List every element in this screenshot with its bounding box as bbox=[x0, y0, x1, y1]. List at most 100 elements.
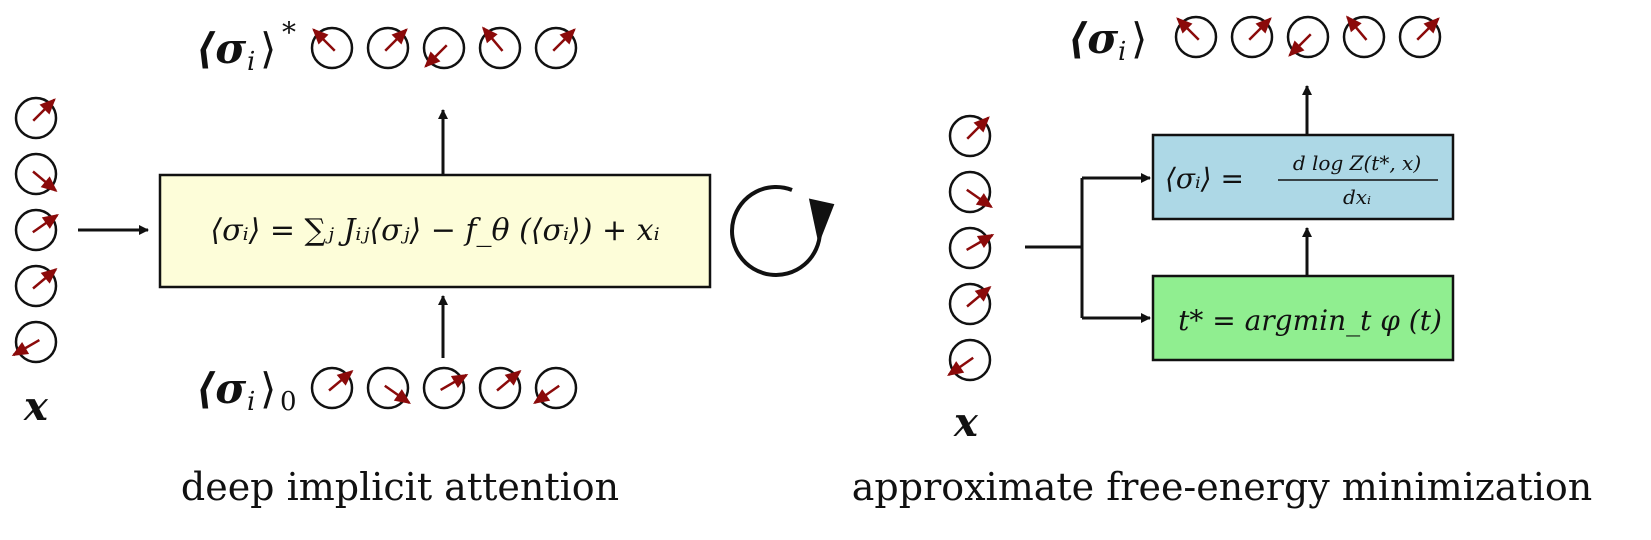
spin-circle bbox=[366, 26, 410, 70]
spin-circle bbox=[14, 96, 58, 140]
spin-circle bbox=[422, 366, 466, 410]
spin-arrow-head bbox=[312, 28, 329, 45]
spin-arrow-head bbox=[976, 234, 995, 249]
spin-circle bbox=[14, 264, 58, 308]
free-energy-derivative-numerator: d log Z(t*, x) bbox=[1293, 151, 1421, 175]
update-rule-formula: ⟨σᵢ⟩ = ∑ⱼ Jᵢⱼ⟨σⱼ⟩ − f_θ (⟨σᵢ⟩) + xᵢ bbox=[210, 213, 659, 248]
right-branch-connector bbox=[1025, 178, 1084, 318]
spin-arrow-head bbox=[40, 268, 58, 284]
left-initial-label-zero: 0 bbox=[280, 387, 297, 417]
right-output-spin-row bbox=[1174, 15, 1442, 59]
left-initial-spin-3 bbox=[478, 366, 522, 410]
left-caption: deep implicit attention bbox=[181, 465, 619, 509]
spin-arrow-head bbox=[336, 370, 354, 386]
spin-circle bbox=[1230, 15, 1274, 59]
spin-arrow-head bbox=[393, 389, 411, 405]
spin-arrow-head bbox=[39, 98, 56, 115]
free-energy-derivative-denominator: dxᵢ bbox=[1343, 185, 1371, 209]
spin-circle bbox=[1342, 15, 1386, 59]
cycle-arrow-icon bbox=[730, 184, 835, 277]
spin-arrow-head bbox=[973, 116, 990, 133]
left-input-spin-3 bbox=[14, 264, 58, 308]
right-output-spin-0 bbox=[1174, 15, 1218, 59]
spin-arrow-head bbox=[1346, 15, 1362, 33]
right-output-spin-4 bbox=[1398, 15, 1442, 59]
left-output-spin-3 bbox=[478, 26, 522, 70]
spin-arrow-head bbox=[1423, 17, 1440, 34]
left-initial-spin-row bbox=[310, 366, 578, 410]
right-output-spin-1 bbox=[1230, 15, 1274, 59]
right-panel: x ⟨σᵢ⟩ = d log Z(t*, x) dxᵢ t* = argmin_… bbox=[852, 14, 1592, 509]
right-input-spin-1 bbox=[948, 170, 993, 214]
right-output-label-main: ⟨σ bbox=[1068, 14, 1118, 63]
spin-arrow-head bbox=[41, 213, 59, 229]
spin-arrow-head bbox=[947, 361, 965, 377]
right-input-spin-0 bbox=[948, 114, 992, 158]
spin-circle bbox=[310, 26, 354, 70]
left-output-label: ⟨σ i ⟩ * bbox=[196, 16, 296, 77]
left-initial-label: ⟨σ i ⟩ 0 bbox=[196, 364, 297, 417]
spin-circle bbox=[478, 366, 522, 410]
left-output-spin-1 bbox=[366, 26, 410, 70]
spin-arrow-head bbox=[559, 28, 576, 45]
right-output-label: ⟨σ i ⟩ bbox=[1068, 14, 1147, 67]
right-output-spin-2 bbox=[1286, 15, 1330, 59]
spin-arrow-head bbox=[1255, 17, 1272, 34]
free-energy-derivative-lhs: ⟨σᵢ⟩ = bbox=[1165, 162, 1244, 195]
minimizer-formula: t* = argmin_t φ (t) bbox=[1178, 304, 1442, 337]
spin-arrow-head bbox=[450, 374, 469, 389]
spin-circle bbox=[366, 366, 410, 410]
spin-circle bbox=[1398, 15, 1442, 59]
spin-circle bbox=[422, 26, 466, 70]
spin-circle bbox=[310, 366, 354, 410]
spin-arrow-head bbox=[11, 341, 30, 356]
left-initial-label-main: ⟨σ bbox=[196, 364, 246, 413]
left-output-label-main: ⟨σ bbox=[196, 24, 246, 73]
spin-circle bbox=[534, 26, 578, 70]
left-initial-label-sub: i bbox=[247, 387, 255, 417]
spin-circle bbox=[1286, 15, 1330, 59]
right-caption: approximate free-energy minimization bbox=[852, 465, 1592, 509]
spin-arrow-head bbox=[1176, 17, 1193, 34]
spin-circle bbox=[1174, 15, 1218, 59]
minimizer-box bbox=[1151, 274, 1455, 362]
spin-arrow-head bbox=[504, 370, 522, 386]
spin-circle bbox=[534, 366, 578, 410]
right-input-spin-column bbox=[947, 114, 995, 382]
spin-circle bbox=[14, 208, 58, 252]
left-input-spin-2 bbox=[14, 208, 59, 252]
left-input-spin-1 bbox=[14, 152, 58, 196]
left-initial-label-close: ⟩ bbox=[260, 364, 276, 413]
left-output-label-close: ⟩ bbox=[260, 24, 276, 73]
right-input-spin-4 bbox=[947, 338, 992, 382]
right-input-label: x bbox=[953, 399, 979, 446]
left-initial-spin-0 bbox=[310, 366, 354, 410]
spin-arrow-head bbox=[974, 286, 992, 302]
update-rule-box bbox=[158, 173, 712, 289]
left-output-spin-row bbox=[310, 26, 578, 70]
left-output-spin-0 bbox=[310, 26, 354, 70]
right-output-spin-3 bbox=[1342, 15, 1386, 59]
left-input-label: x bbox=[23, 383, 49, 430]
left-panel: x ⟨σᵢ⟩ = ∑ⱼ Jᵢⱼ⟨σⱼ⟩ − f_θ (⟨σᵢ⟩) + xᵢ ⟨σ… bbox=[11, 16, 835, 509]
spin-arrow-head bbox=[424, 51, 441, 68]
spin-circle bbox=[948, 114, 992, 158]
left-initial-spin-4 bbox=[533, 366, 578, 410]
right-output-label-close: ⟩ bbox=[1131, 14, 1147, 63]
right-input-spin-2 bbox=[948, 226, 995, 270]
left-output-spin-4 bbox=[534, 26, 578, 70]
free-energy-derivative-box bbox=[1151, 133, 1455, 221]
left-input-spin-4 bbox=[11, 320, 58, 364]
spin-circle bbox=[948, 226, 992, 270]
spin-arrow-head bbox=[482, 26, 498, 44]
spin-circle bbox=[478, 26, 522, 70]
left-initial-spin-1 bbox=[366, 366, 411, 410]
left-input-spin-column bbox=[11, 96, 59, 364]
spin-circle bbox=[948, 282, 992, 326]
left-output-label-sub: i bbox=[247, 47, 255, 77]
left-initial-spin-2 bbox=[422, 366, 469, 410]
spin-circle bbox=[948, 170, 992, 214]
spin-arrow-head bbox=[975, 193, 993, 209]
spin-arrow-head bbox=[40, 176, 58, 192]
